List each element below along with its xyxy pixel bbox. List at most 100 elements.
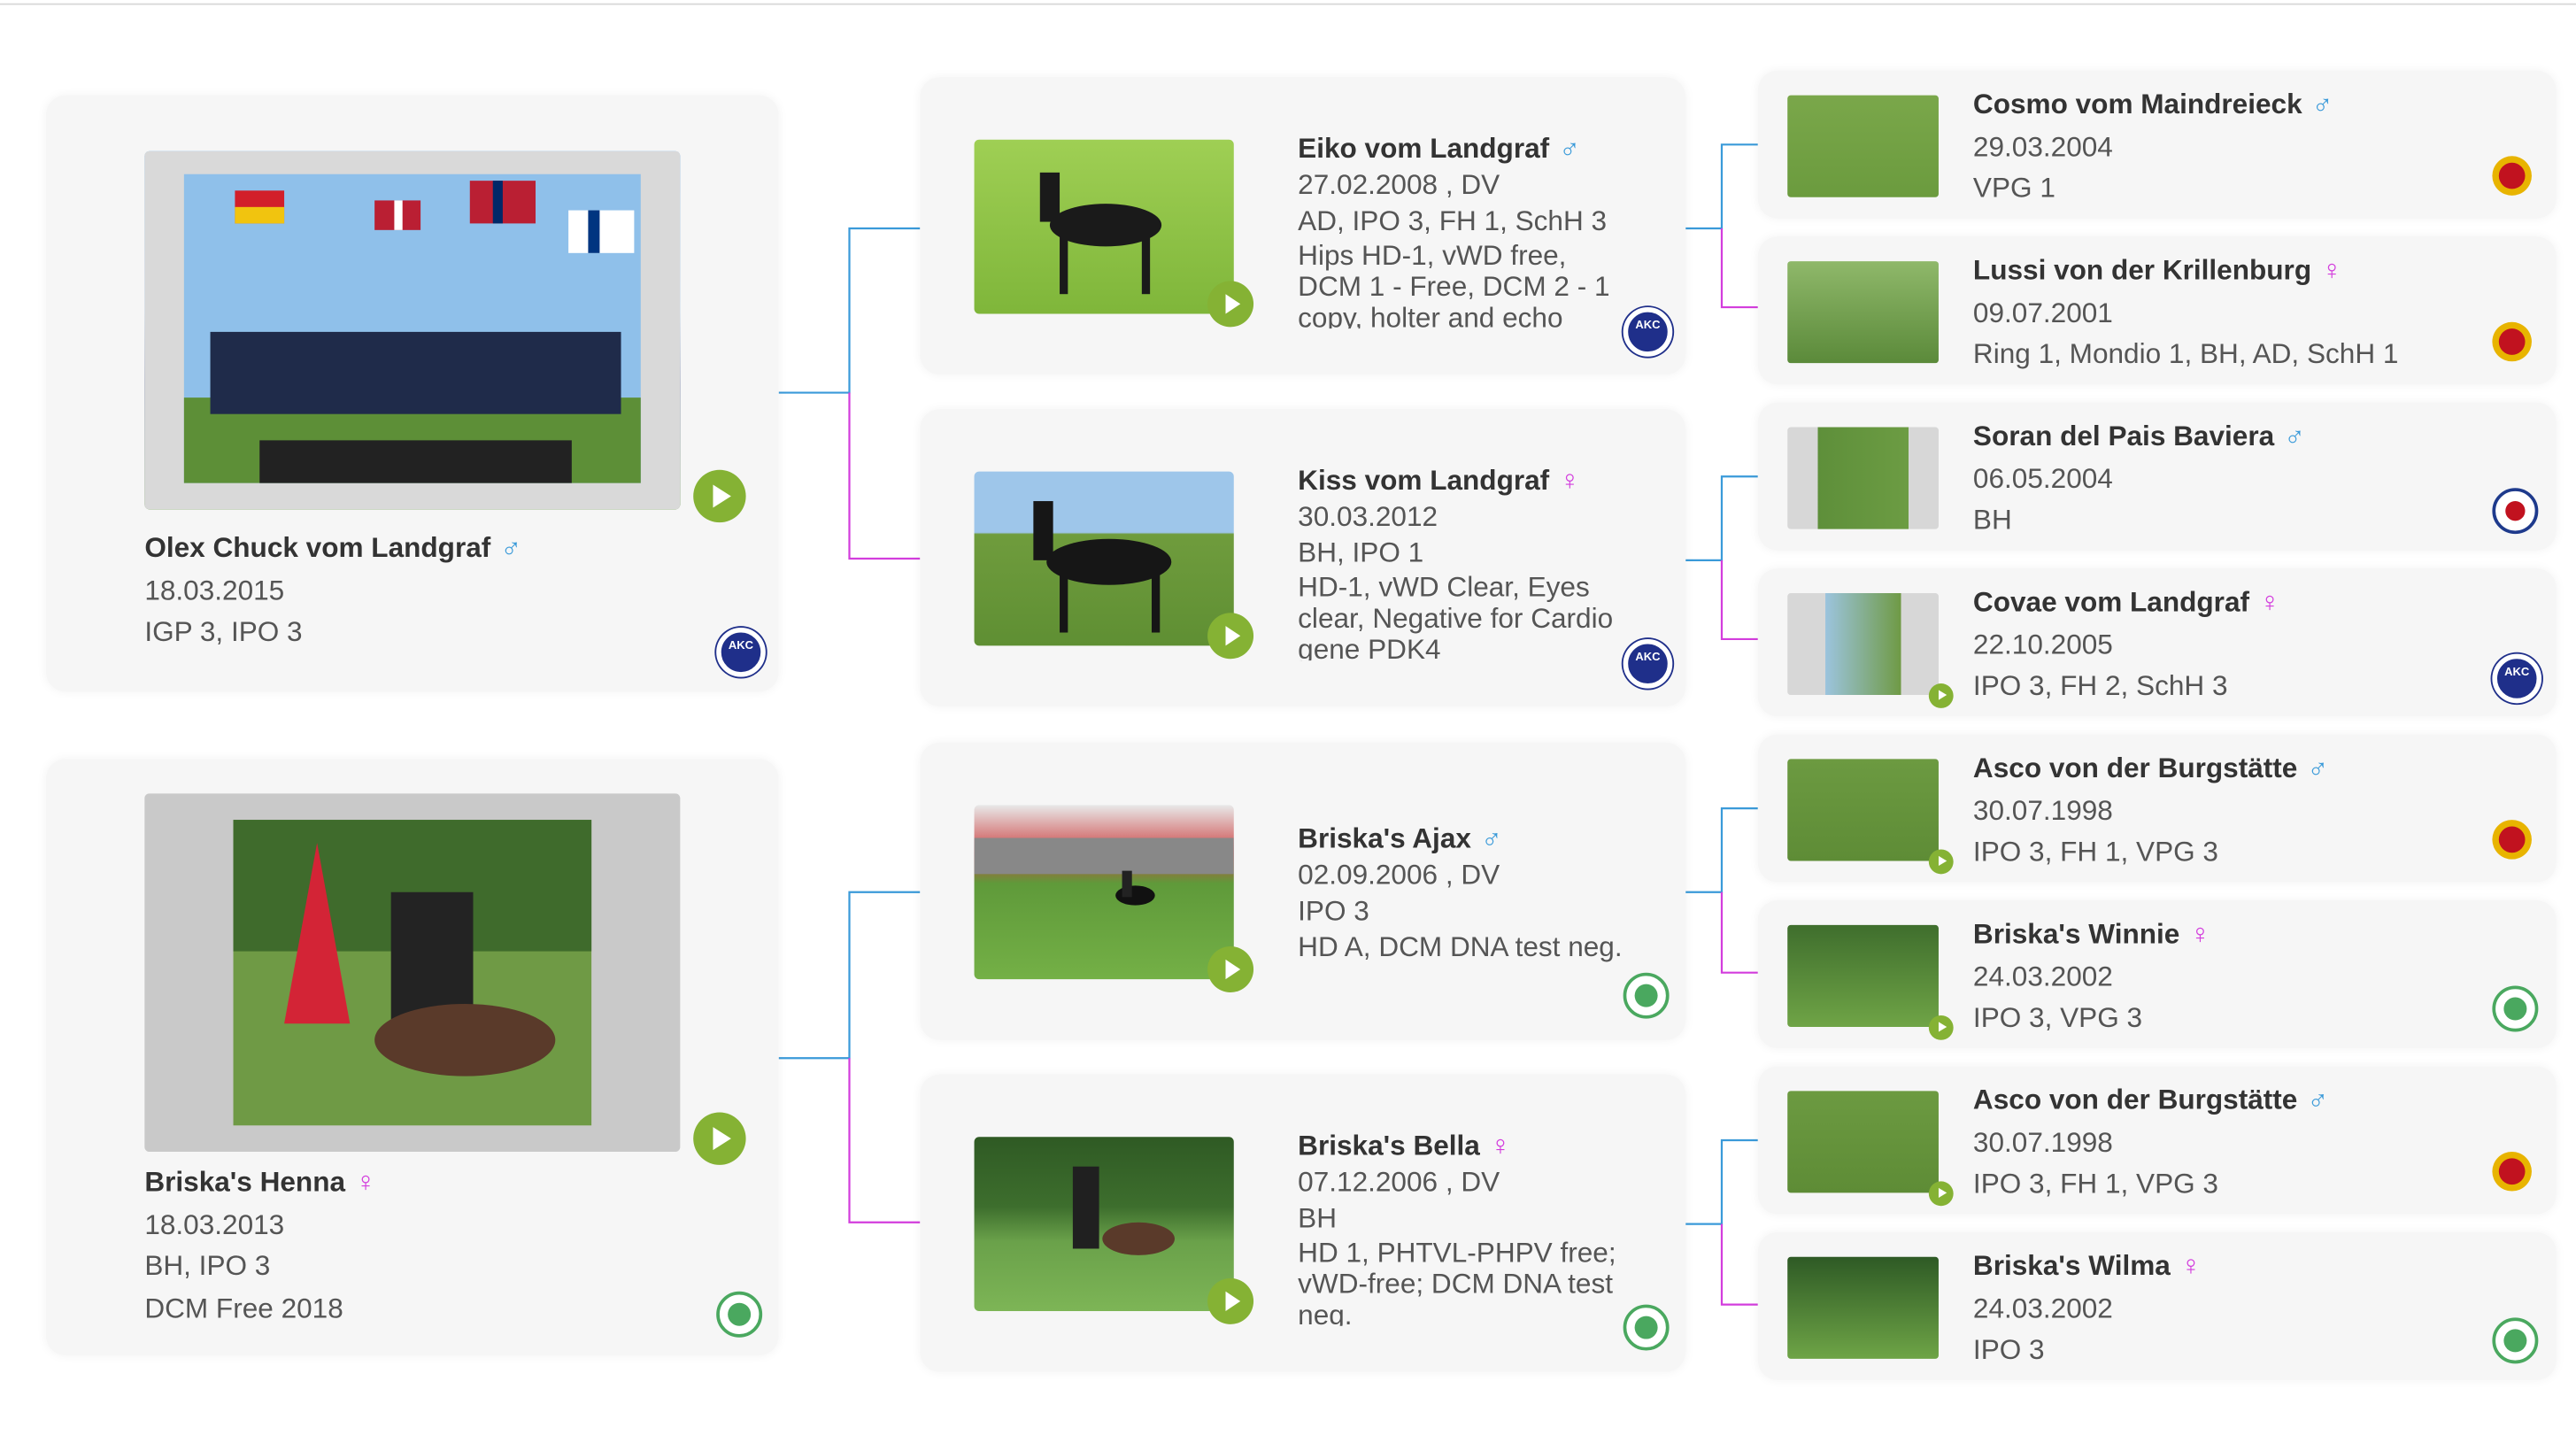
dog-titles: IPO 3 <box>1972 1333 2045 1366</box>
play-video-button[interactable] <box>1928 849 1954 875</box>
dog-photo-image <box>144 150 681 510</box>
play-video-button[interactable] <box>1928 1181 1954 1207</box>
dog-photo[interactable] <box>1787 95 1939 197</box>
dog-photo[interactable] <box>1787 1256 1939 1359</box>
dog-info: Briska's Henna♀ 18.03.2013 BH, IPO 3 DCM… <box>144 1161 376 1329</box>
dog-photo[interactable] <box>974 1137 1234 1312</box>
dog-name[interactable]: Briska's Henna <box>144 1166 346 1198</box>
doberman-club-logo <box>2492 820 2532 860</box>
dog-photo-image <box>144 793 681 1152</box>
dog-photo[interactable] <box>1787 261 1939 364</box>
play-video-button[interactable] <box>693 469 746 523</box>
play-video-button[interactable] <box>1928 1015 1954 1040</box>
dog-titles: IPO 3 <box>1298 895 1369 927</box>
dog-name[interactable]: Cosmo vom Maindreieck <box>1972 89 2302 120</box>
dog-photo[interactable] <box>1787 592 1939 696</box>
dam-card[interactable]: Briska's Henna♀ 18.03.2013 BH, IPO 3 DCM… <box>45 759 779 1356</box>
dog-info: Covae vom Landgraf♀ 22.10.2005 IPO 3, FH… <box>1973 582 2280 707</box>
dog-photo[interactable] <box>974 805 1234 980</box>
play-video-button[interactable] <box>1928 683 1954 708</box>
dog-birth: 30.07.1998 <box>1972 1126 2113 1158</box>
dog-name[interactable]: Briska's Winnie <box>1972 918 2180 950</box>
dog-titles: AD, IPO 3, FH 1, SchH 3 <box>1298 204 1608 237</box>
great-grandparent-card[interactable]: Asco von der Burgstätte♂ 30.07.1998 IPO … <box>1757 734 2557 883</box>
play-video-button[interactable] <box>1207 281 1254 328</box>
akc-logo: AKC <box>2492 653 2542 704</box>
play-video-button[interactable] <box>1207 1277 1254 1324</box>
sire-card[interactable]: Olex Chuck vom Landgraf♂ 18.03.2015 IGP … <box>45 95 779 692</box>
great-grandparent-card[interactable]: Covae vom Landgraf♀ 22.10.2005 IPO 3, FH… <box>1757 568 2557 717</box>
doberman-club-logo <box>2492 1151 2532 1192</box>
male-icon: ♂ <box>2311 89 2333 120</box>
dog-birth: 09.07.2001 <box>1972 296 2113 328</box>
dog-name[interactable]: Olex Chuck vom Landgraf <box>144 532 491 564</box>
dog-info: Briska's Bella♀ 07.12.2006 , DV BH HD 1,… <box>1298 1129 1626 1326</box>
play-video-button[interactable] <box>1207 945 1254 992</box>
dog-photo[interactable] <box>144 793 681 1152</box>
great-grandparent-card[interactable]: Asco von der Burgstätte♂ 30.07.1998 IPO … <box>1757 1066 2557 1215</box>
italian-club-logo <box>2492 488 2539 535</box>
female-icon: ♀ <box>2180 1250 2202 1282</box>
dog-photo[interactable] <box>974 471 1234 646</box>
akc-logo: AKC <box>1623 307 1673 357</box>
dog-birth: 18.03.2015 <box>144 574 285 606</box>
dog-name[interactable]: Covae vom Landgraf <box>1972 586 2250 618</box>
dog-info: Briska's Winnie♀ 24.03.2002 IPO 3, VPG 3 <box>1973 914 2210 1039</box>
dog-name[interactable]: Briska's Wilma <box>1972 1250 2171 1282</box>
dog-titles: IPO 3, VPG 3 <box>1972 1002 2143 1034</box>
grandparent-card[interactable]: Briska's Bella♀ 07.12.2006 , DV BH HD 1,… <box>920 1074 1686 1372</box>
dog-info: Briska's Wilma♀ 24.03.2002 IPO 3 <box>1973 1246 2202 1371</box>
dog-info: Eiko vom Landgraf ♂ 27.02.2008 , DV AD, I… <box>1298 131 1626 328</box>
dog-birth: 30.03.2012 <box>1298 501 1438 533</box>
play-video-button[interactable] <box>693 1112 746 1165</box>
dog-info: Lussi von der Krillenburg ♀ 09.07.2001 Ri… <box>1973 250 2399 375</box>
play-video-button[interactable] <box>1207 613 1254 660</box>
dog-name[interactable]: Briska's Bella <box>1298 1130 1480 1162</box>
dog-name[interactable]: Asco von der Burgstätte <box>1972 1084 2298 1116</box>
female-icon: ♀ <box>2189 918 2211 950</box>
grandparent-card[interactable]: Kiss vom Landgraf♀ 30.03.2012 BH, IPO 1 … <box>920 409 1686 707</box>
akc-logo: AKC <box>716 627 766 677</box>
dog-photo-image <box>1039 172 1162 295</box>
dog-titles: Ring 1, Mondio 1, BH, AD, SchH 1 <box>1972 338 2399 370</box>
akc-logo-text: AKC <box>1635 652 1661 664</box>
dog-name[interactable]: Soran del Pais Baviera <box>1972 421 2275 452</box>
great-grandparent-card[interactable]: Briska's Wilma♀ 24.03.2002 IPO 3 <box>1757 1231 2557 1380</box>
female-icon: ♀ <box>2259 586 2280 618</box>
dog-info: Soran del Pais Baviera♂ 06.05.2004 BH <box>1973 416 2305 542</box>
dog-name[interactable]: Eiko vom Landgraf <box>1298 133 1550 165</box>
dog-health: HD-1, vWD Clear, Eyes clear, Negative fo… <box>1298 571 1614 661</box>
dog-photo[interactable] <box>1787 924 1939 1027</box>
dog-birth: 02.09.2006 , DV <box>1298 859 1500 891</box>
male-icon: ♂ <box>1559 133 1580 165</box>
dog-name[interactable]: Asco von der Burgstätte <box>1972 752 2298 784</box>
akc-logo-text: AKC <box>728 640 754 652</box>
dog-name[interactable]: Lussi von der Krillenburg <box>1972 254 2312 286</box>
dog-photo[interactable] <box>144 150 681 510</box>
dog-name[interactable]: Briska's Ajax <box>1298 822 1471 855</box>
great-grandparent-card[interactable]: Lussi von der Krillenburg ♀ 09.07.2001 Ri… <box>1757 236 2557 385</box>
dog-info: Olex Chuck vom Landgraf♂ 18.03.2015 IGP … <box>144 528 521 653</box>
dog-photo[interactable] <box>974 139 1234 314</box>
male-icon: ♂ <box>2307 752 2329 784</box>
dog-birth: 30.07.1998 <box>1972 794 2113 826</box>
female-icon: ♀ <box>2321 254 2342 286</box>
great-grandparent-card[interactable]: Soran del Pais Baviera♂ 06.05.2004 BH <box>1757 402 2557 551</box>
grandparent-card[interactable]: Briska's Ajax♂ 02.09.2006 , DV IPO 3 HD … <box>920 742 1686 1040</box>
dog-photo[interactable] <box>1787 759 1939 861</box>
dog-photo[interactable] <box>1787 427 1939 529</box>
dog-photo[interactable] <box>1787 1091 1939 1193</box>
dog-info: Asco von der Burgstätte♂ 30.07.1998 IPO … <box>1973 1079 2328 1205</box>
akc-logo: AKC <box>1623 638 1673 689</box>
dog-name[interactable]: Kiss vom Landgraf <box>1298 465 1550 497</box>
great-grandparent-card[interactable]: Cosmo vom Maindreieck♂ 29.03.2004 VPG 1 <box>1757 70 2557 219</box>
great-grandparent-card[interactable]: Briska's Winnie♀ 24.03.2002 IPO 3, VPG 3 <box>1757 900 2557 1049</box>
dog-birth: 07.12.2006 , DV <box>1298 1166 1500 1198</box>
male-icon: ♂ <box>2307 1084 2329 1116</box>
dog-titles: VPG 1 <box>1972 172 2055 204</box>
dog-birth: 27.02.2008 , DV <box>1298 169 1500 201</box>
grandparent-card[interactable]: Eiko vom Landgraf ♂ 27.02.2008 , DV AD, I… <box>920 77 1686 375</box>
dv-logo <box>2492 985 2539 1032</box>
